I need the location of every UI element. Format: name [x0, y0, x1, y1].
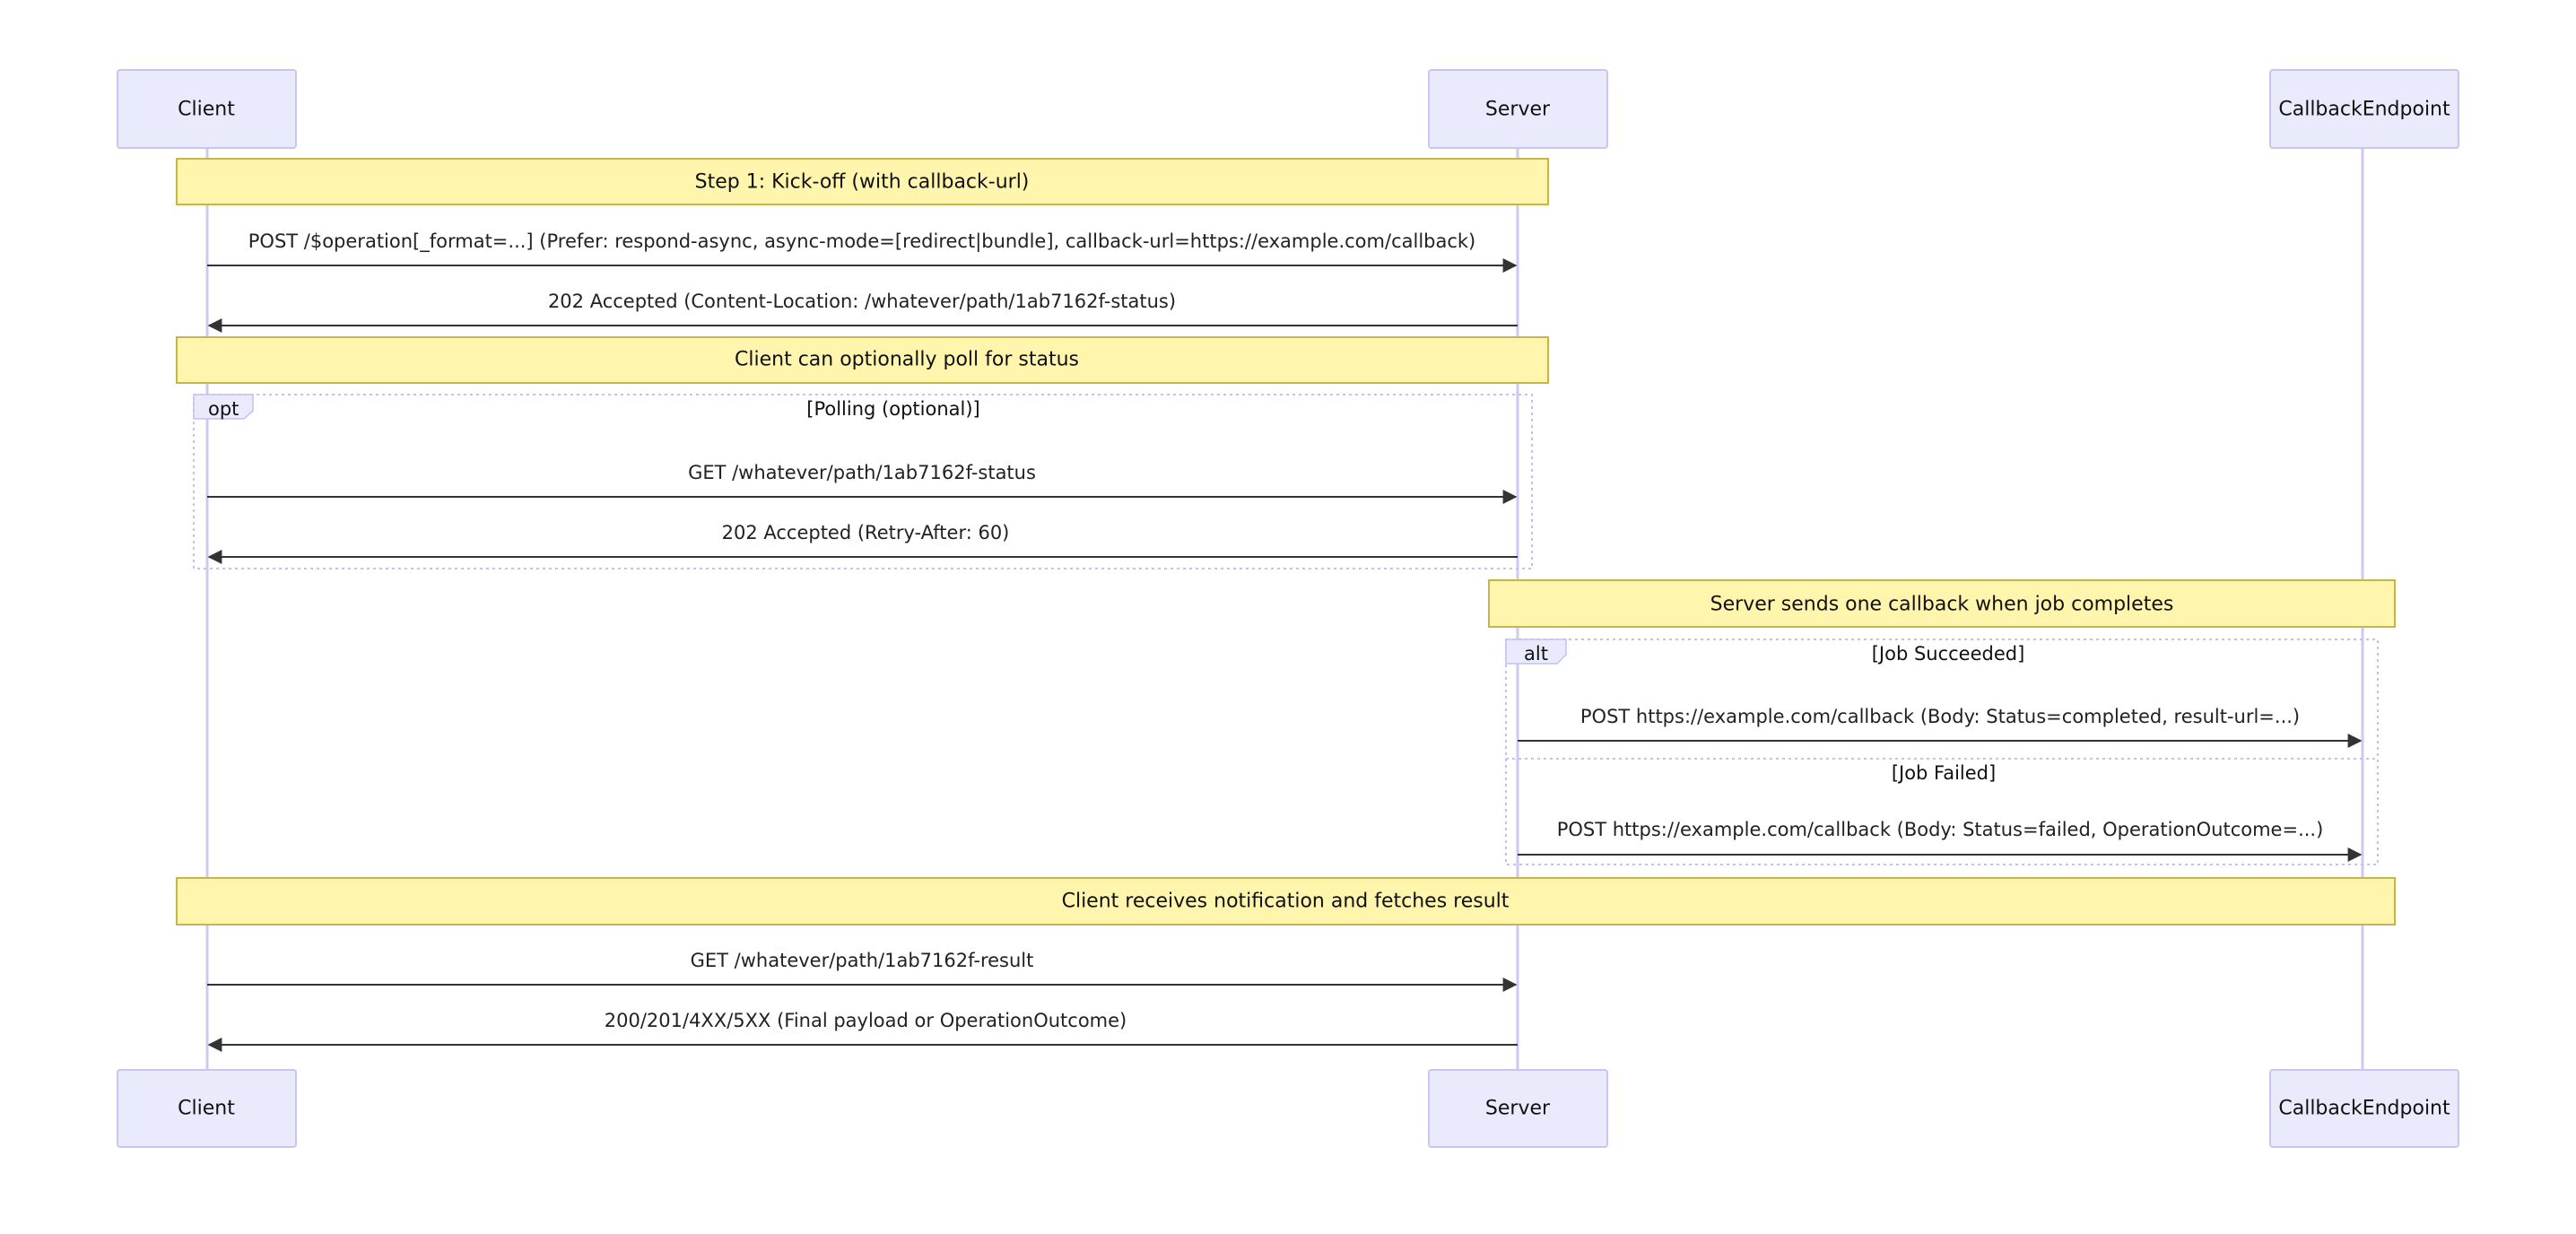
participant-label: CallbackEndpoint [2278, 99, 2450, 121]
participant-client-bottom: Client [117, 1069, 297, 1148]
alt-frame-tag [1505, 639, 1567, 665]
note-receive: Client receives notification and fetches… [176, 877, 2396, 926]
note-poll: Client can optionally poll for status [176, 336, 1549, 384]
participant-server-top: Server [1428, 69, 1608, 149]
opt-frame-tag [193, 394, 254, 420]
participant-callback-endpoint-bottom: CallbackEndpoint [2269, 1069, 2459, 1148]
note-text: Server sends one callback when job compl… [1710, 594, 2174, 616]
message-label: 202 Accepted (Retry-After: 60) [722, 522, 1010, 543]
participant-label: Client [178, 1098, 235, 1120]
message-label: POST /$operation[_format=...] (Prefer: r… [248, 230, 1476, 253]
message-label: 202 Accepted (Content-Location: /whateve… [548, 291, 1176, 312]
participant-label: CallbackEndpoint [2278, 1098, 2450, 1120]
message-kickoff-response: 202 Accepted (Content-Location: /whateve… [207, 291, 1518, 333]
message-label: GET /whatever/path/1ab7162f-result [691, 950, 1034, 971]
message-result-request: GET /whatever/path/1ab7162f-result [207, 950, 1518, 992]
alt-frame-border [1505, 639, 2379, 865]
opt-frame: opt [Polling (optional)] [193, 394, 1533, 569]
note-kickoff: Step 1: Kick-off (with callback-url) [176, 158, 1549, 205]
alt-frame-tag-label: alt [1524, 643, 1548, 665]
alt-frame-condition-success: [Job Succeeded] [1872, 643, 2025, 665]
opt-frame-condition: [Polling (optional)] [806, 398, 979, 420]
participant-server-bottom: Server [1428, 1069, 1608, 1148]
message-callback-success: POST https://example.com/callback (Body:… [1518, 706, 2363, 748]
note-text: Step 1: Kick-off (with callback-url) [695, 171, 1030, 194]
opt-frame-tag-label: opt [208, 398, 239, 420]
message-poll-request: GET /whatever/path/1ab7162f-status [207, 462, 1518, 504]
message-label: POST https://example.com/callback (Body:… [1580, 706, 2300, 727]
note-text: Client receives notification and fetches… [1062, 891, 1510, 913]
participant-client-top: Client [117, 69, 297, 149]
opt-frame-border [193, 394, 1533, 569]
message-label: POST https://example.com/callback (Body:… [1557, 819, 2324, 840]
note-callback: Server sends one callback when job compl… [1488, 579, 2396, 628]
note-text: Client can optionally poll for status [735, 349, 1079, 371]
participant-label: Server [1485, 99, 1551, 121]
message-callback-failed: POST https://example.com/callback (Body:… [1518, 819, 2363, 862]
participant-callback-endpoint-top: CallbackEndpoint [2269, 69, 2459, 149]
participant-label: Client [178, 99, 235, 121]
message-label: 200/201/4XX/5XX (Final payload or Operat… [605, 1010, 1127, 1031]
alt-frame: alt [Job Succeeded] [Job Failed] [1505, 639, 2379, 865]
message-poll-response: 202 Accepted (Retry-After: 60) [207, 522, 1518, 564]
message-label: GET /whatever/path/1ab7162f-status [688, 462, 1036, 483]
participant-label: Server [1485, 1098, 1551, 1120]
alt-frame-condition-failed: [Job Failed] [1892, 762, 1996, 784]
message-kickoff-request: POST /$operation[_format=...] (Prefer: r… [207, 230, 1518, 273]
message-result-response: 200/201/4XX/5XX (Final payload or Operat… [207, 1010, 1518, 1052]
